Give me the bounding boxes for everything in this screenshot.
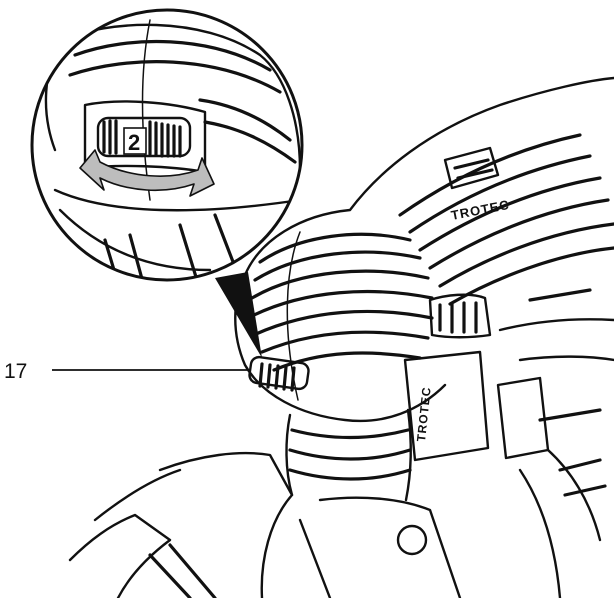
magnifier-pointer bbox=[215, 272, 262, 358]
rotation-arrow bbox=[79, 149, 215, 197]
callout-label: 17 bbox=[4, 360, 27, 383]
speed-dial bbox=[248, 355, 310, 392]
tool-body bbox=[68, 76, 614, 598]
magnified-inset: 2 bbox=[30, 8, 304, 282]
brand-logo-plate: TROTEC bbox=[414, 386, 434, 443]
dial-setting: 2 bbox=[128, 130, 140, 155]
